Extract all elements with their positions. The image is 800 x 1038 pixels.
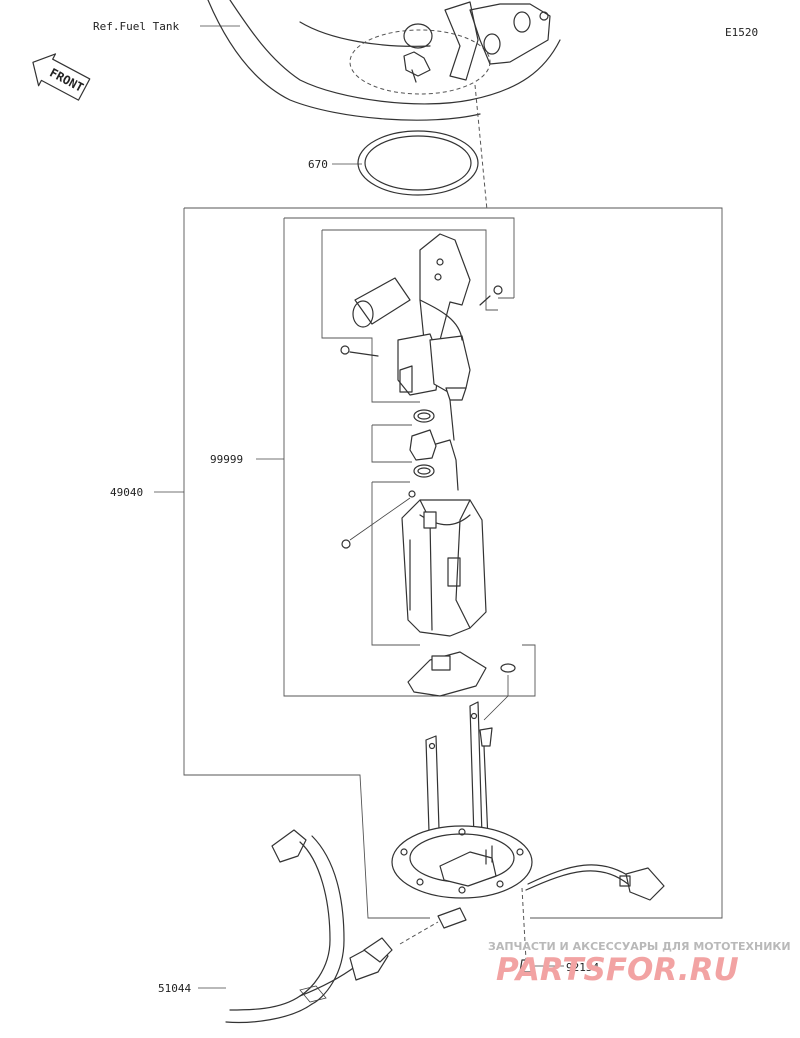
o-ring-lower-inner (417, 467, 431, 475)
o-ring-gasket (357, 130, 479, 196)
o-ring-lower (413, 464, 435, 478)
pump-strainer (407, 651, 516, 697)
pump-base-flange (391, 825, 533, 899)
subframe-regulator (321, 229, 498, 403)
fuel-filter-connector (409, 399, 459, 491)
front-arrow-icon: FRONT (32, 53, 91, 101)
assembly-frame-outer (184, 207, 723, 919)
o-ring-upper (413, 409, 435, 423)
part-number-670: 670 (308, 158, 328, 171)
part-number-99999: 99999 (210, 453, 243, 466)
diagram-code: E1520 (725, 26, 758, 39)
subframe-filter (371, 424, 412, 463)
watermark-brand: PARTSFOR.RU (496, 952, 739, 988)
wire-harness (525, 864, 665, 901)
fuel-level-sender (340, 233, 503, 401)
part-number-49040: 49040 (110, 486, 143, 499)
fuel-hose (225, 829, 467, 1024)
part-number-51044: 51044 (158, 982, 191, 995)
assembly-frame-inner (283, 217, 536, 697)
subframe-pump (371, 481, 420, 646)
bolt-92154 (519, 887, 533, 973)
o-ring-upper-inner (417, 412, 431, 420)
ref-fuel-tank-label: Ref.Fuel Tank (93, 20, 179, 33)
part-number-92154: 92154 (566, 961, 599, 974)
assembly-frame-outer-left (183, 208, 430, 919)
watermark-tagline: ЗАПЧАСТИ И АКСЕССУАРЫ ДЛЯ МОТОТЕХНИКИ (488, 940, 791, 953)
center-line-top (474, 84, 488, 211)
fuel-pump (341, 490, 487, 637)
fuel-tank-drawing (207, 0, 561, 121)
